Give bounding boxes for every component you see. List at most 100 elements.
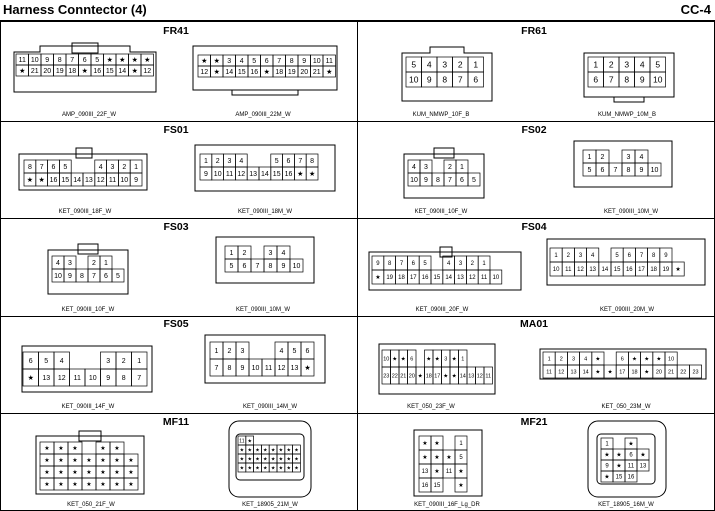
pin-number: 9: [664, 253, 668, 259]
pin-number: 14: [445, 275, 452, 281]
pin-number: 23: [383, 373, 389, 379]
pin-cell: [85, 352, 101, 369]
pin-cell: [111, 268, 125, 283]
pin-number: 4: [591, 253, 595, 259]
pin-number: 5: [423, 261, 427, 267]
section-title: FS01: [163, 124, 189, 136]
pin-number: 10: [54, 273, 62, 280]
pin-number: ★: [452, 372, 457, 379]
pin-number: 4: [427, 60, 432, 70]
pin-number: ★: [640, 452, 645, 459]
pin-number: 3: [424, 164, 428, 171]
pin-number: ★: [240, 456, 245, 462]
connector-name: AMP_090III_22F_W: [61, 112, 117, 118]
pin-number: 18: [631, 369, 637, 375]
pin-cell: [292, 462, 301, 473]
pin-number: ★: [279, 456, 284, 462]
section-title: FS05: [163, 318, 189, 330]
pin-number: 13: [422, 469, 429, 475]
pin-number: 12: [278, 365, 286, 372]
pin-number: 4: [239, 158, 243, 165]
pin-number: 9: [605, 464, 609, 470]
pin-number: 8: [652, 253, 656, 259]
pin-cell: [613, 438, 625, 449]
pin-number: ★: [264, 68, 270, 76]
pin-number: 12: [58, 375, 66, 382]
pin-number: 4: [584, 356, 587, 362]
pin-cell: [443, 436, 455, 450]
pin-number: 5: [472, 177, 476, 184]
pin-number: ★: [286, 447, 291, 453]
pin-number: ★: [644, 368, 649, 375]
pin-number: ★: [392, 355, 397, 362]
pin-number: 12: [143, 68, 151, 75]
pin-number: 11: [265, 365, 272, 372]
pin-cell: [431, 256, 443, 270]
pin-number: ★: [263, 456, 268, 462]
pin-number: 15: [434, 275, 441, 281]
pin-number: 7: [640, 253, 644, 259]
pin-number: 8: [58, 57, 62, 64]
pin-number: 8: [436, 177, 440, 184]
pin-number: ★: [72, 457, 77, 464]
pin-cell: [467, 172, 481, 187]
pin-number: 14: [583, 369, 589, 375]
pin-number: 7: [448, 177, 452, 184]
pin-number: 2: [609, 60, 614, 70]
pin-number: 16: [250, 69, 258, 76]
pin-number: 7: [40, 164, 44, 171]
pin-number: 10: [89, 375, 97, 382]
pin-number: 9: [302, 58, 306, 65]
pin-number: 22: [392, 373, 398, 379]
pin-number: ★: [128, 469, 133, 476]
pin-number: ★: [44, 481, 49, 488]
pin-number: ★: [644, 355, 649, 362]
pin-number: ★: [434, 468, 439, 475]
pin-number: 7: [137, 375, 141, 382]
pin-number: ★: [286, 465, 291, 471]
pin-number: 8: [388, 261, 392, 267]
pin-number: 6: [473, 75, 478, 85]
pin-number: ★: [28, 374, 34, 382]
pin-number: 6: [628, 253, 632, 259]
connector-name: KUM_NMWP_10F_B: [412, 112, 470, 118]
pin-number: 6: [412, 261, 416, 267]
pin-number: ★: [304, 364, 310, 372]
pin-number: ★: [458, 482, 463, 489]
pin-number: 10: [410, 177, 418, 184]
pin-cell: [71, 160, 83, 173]
pin-number: 2: [216, 158, 220, 165]
pin-number: ★: [434, 454, 439, 461]
pin-number: ★: [452, 355, 457, 362]
grid-divider-row-4: [0, 413, 715, 414]
pin-number: 10: [31, 57, 39, 64]
pin-cell: [636, 459, 650, 472]
pin-number: 11: [481, 275, 488, 281]
pin-number: ★: [132, 56, 138, 64]
pin-number: ★: [107, 56, 113, 64]
pin-number: ★: [82, 67, 88, 75]
pin-cell: [604, 352, 616, 365]
pin-number: 10: [653, 75, 663, 85]
pin-number: ★: [616, 463, 621, 470]
pin-number: ★: [58, 445, 63, 452]
pin-number: 8: [627, 167, 631, 174]
pin-cell: [467, 71, 484, 88]
pin-number: ★: [100, 481, 105, 488]
pin-number: ★: [144, 56, 150, 64]
pin-number: 9: [68, 273, 72, 280]
pin-number: 3: [227, 58, 231, 65]
pin-number: 6: [29, 358, 33, 365]
section-title: MF11: [162, 416, 190, 428]
pin-number: 11: [109, 177, 116, 184]
pin-number: ★: [286, 456, 291, 462]
pin-number: 8: [228, 365, 232, 372]
connector-name: KET_050_23M_W: [601, 404, 651, 410]
pin-number: 10: [651, 167, 659, 174]
pin-number: 5: [252, 58, 256, 65]
pin-number: 13: [42, 375, 50, 382]
